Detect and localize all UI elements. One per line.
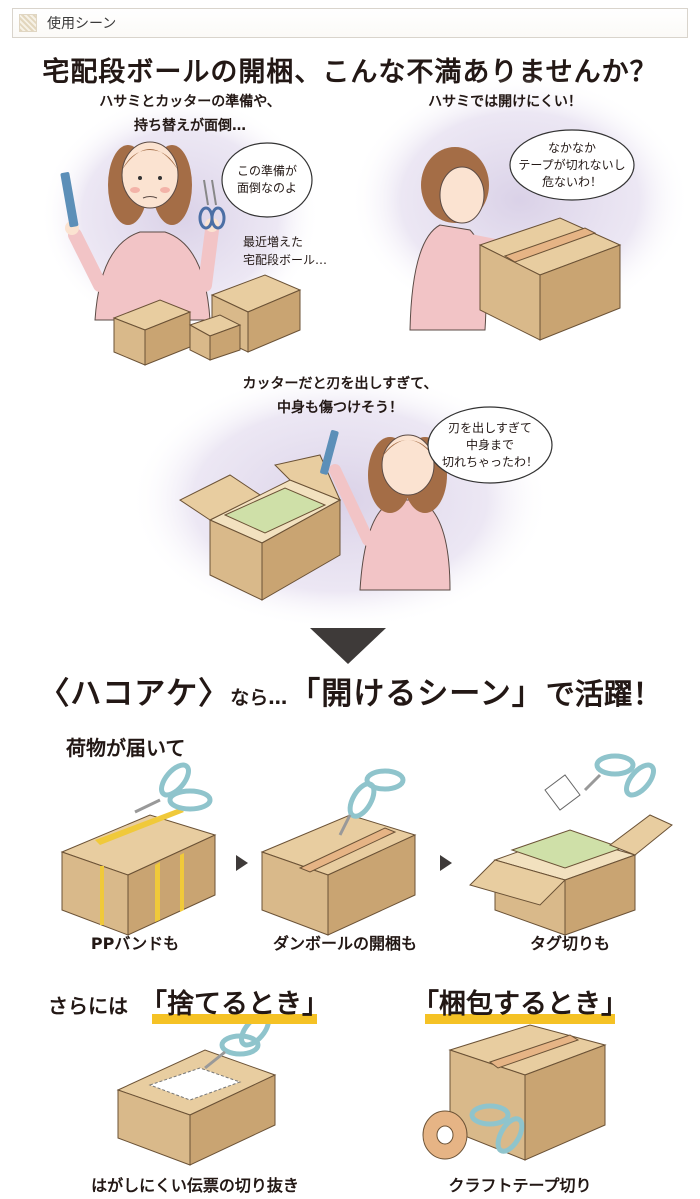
scene2-bubble-text: なかなか テープが切れないし 危ないわ！ [510, 140, 634, 191]
scene2-caption: ハサミでは開けにくい！ [428, 94, 582, 110]
packing-highlight: 「梱包するとき」 [412, 989, 628, 1020]
packing-label: クラフトテープ切り [448, 1176, 592, 1195]
scene3-bubble-line1: 刃を出しすぎて [448, 421, 532, 435]
scene1-bubble-line2: 面倒なのよ [236, 181, 297, 195]
section-header-bar: 使用シーン [12, 8, 688, 38]
scene1-woman [60, 141, 226, 321]
step-label-tag: タグ切りも [529, 934, 610, 953]
step1-box [60, 808, 217, 936]
step-arrow-2 [440, 855, 452, 871]
step2-scissors [338, 768, 406, 836]
scene2-bubble-line3: 危ないわ！ [541, 175, 602, 189]
scene1-boxes [112, 274, 302, 366]
scene2-woman [409, 147, 526, 331]
headline-tail: で活躍！ [545, 677, 662, 711]
tape-roll [422, 1110, 468, 1160]
step2-box [260, 814, 417, 936]
down-arrow-icon [310, 628, 386, 664]
scene3-box [179, 454, 342, 601]
scene1-bubble-text: この準備が 面倒なのよ [222, 163, 312, 197]
scene1-note: 最近増えた 宅配段ボール… [243, 233, 327, 269]
step1-scissors [134, 762, 213, 814]
scene3-caption-line1: カッターだと刃を出しすぎて、 [242, 376, 438, 392]
scene3-bubble-text: 刃を出しすぎて 中身まで 切れちゃったわ！ [428, 420, 552, 471]
scene3-bubble-line2: 中身まで [465, 438, 514, 452]
scene1-caption: ハサミとカッターの準備や、 持ち替えが面倒… [70, 90, 310, 138]
pattern-square-icon [19, 14, 37, 32]
headline-highlight: 「開けるシーン」 [283, 668, 551, 715]
packing-box [448, 1024, 607, 1161]
delivery-heading: 荷物が届いて [66, 736, 186, 760]
scene3-caption: カッターだと刃を出しすぎて、 中身も傷つけそう！ [215, 372, 465, 420]
step-label-pp-band: PPバンドも [90, 934, 180, 953]
step-arrow-1 [236, 855, 248, 871]
scene3-caption-line2: 中身も傷つけそう！ [277, 400, 403, 416]
scene2-bubble-line2: テープが切れないし [518, 158, 626, 172]
headline-brand: 〈ハコアケ〉 [38, 676, 231, 712]
step-label-cardboard: ダンボールの開梱も [272, 934, 417, 953]
scene1-note-line1: 最近増えた [243, 235, 304, 249]
section-header-label: 使用シーン [47, 16, 117, 32]
scene1-bubble-line1: この準備が [236, 164, 297, 178]
problems-title: 宅配段ボールの開梱、こんな不満ありませんか？ [42, 57, 658, 88]
disposal-label: はがしにくい伝票の切り抜き [91, 1176, 299, 1195]
scene1-note-line2: 宅配段ボール… [243, 253, 328, 267]
disposal-box [116, 1049, 277, 1166]
headline-mid: なら… [230, 687, 288, 709]
packing-highlight-bar [425, 1014, 615, 1024]
solution-headline: 〈ハコアケ〉 なら… 「開けるシーン」 で活躍！ [0, 668, 700, 720]
disposal-highlight-bar [152, 1014, 317, 1024]
scene1-caption-line2: 持ち替えが面倒… [134, 118, 246, 134]
disposal-highlight: 「捨てるとき」 [140, 989, 329, 1020]
disposal-prefix: さらには [48, 994, 128, 1018]
step3-box [469, 814, 673, 936]
step3-scissors [544, 753, 656, 811]
scene2-box [478, 217, 622, 341]
packing-scissors [469, 1103, 525, 1154]
scene1-caption-line1: ハサミとカッターの準備や、 [99, 94, 281, 110]
scene3-bubble-line3: 切れちゃったわ！ [441, 455, 538, 469]
scene2-bubble-line1: なかなか [547, 141, 596, 155]
